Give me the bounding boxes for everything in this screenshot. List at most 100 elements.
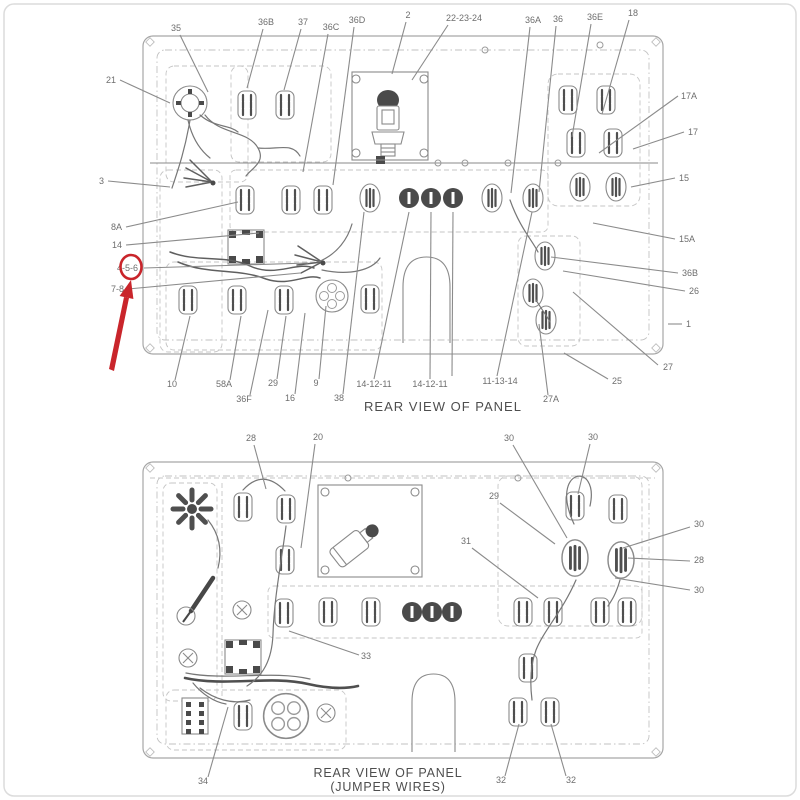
- callout: 30: [614, 577, 704, 595]
- corner-tick-icon: [145, 463, 661, 757]
- connector-icon: [507, 696, 529, 728]
- callout-label: 36B: [682, 268, 698, 278]
- sub-region: [497, 475, 643, 627]
- connector-icon: [232, 700, 254, 732]
- callout: 36F: [236, 309, 269, 404]
- callout-label: 14: [112, 240, 122, 250]
- callout: 38: [334, 211, 365, 403]
- connector-icon: [607, 493, 629, 525]
- callout: 34: [198, 706, 229, 786]
- tool-icon: [176, 575, 216, 626]
- callout: 27A: [538, 323, 559, 404]
- sub-region: [517, 235, 581, 347]
- callout: 17A: [598, 91, 697, 154]
- callout-label: 1: [686, 319, 691, 329]
- screw-icon: [178, 648, 198, 668]
- callout-label: 32: [496, 775, 506, 785]
- callout-label: 9: [313, 378, 318, 388]
- sub-region: [230, 65, 332, 163]
- callout: 36C: [302, 22, 340, 173]
- callout: 36A: [510, 15, 541, 194]
- connector-icon: [616, 596, 638, 628]
- callout-label: 36F: [236, 394, 252, 404]
- callout-label: 37: [298, 17, 308, 27]
- callout-label: 4-5-6: [117, 263, 138, 273]
- bottle-icon: [329, 524, 379, 568]
- connector-icon: [589, 596, 611, 628]
- callout-label: 38: [334, 393, 344, 403]
- bottom-caption-line2: (JUMPER WIRES): [330, 780, 445, 794]
- connector-icon: [521, 182, 545, 214]
- connector-icon: [312, 184, 334, 216]
- connector-icon: [273, 597, 295, 629]
- callout: 29: [489, 491, 556, 545]
- callout: 36: [538, 14, 563, 193]
- connector-icon: [521, 277, 545, 309]
- callout: 21: [106, 75, 171, 104]
- sub-region: [165, 689, 347, 751]
- callout: 28: [246, 433, 267, 490]
- screw-icon: [232, 600, 252, 620]
- callout-label: 33: [361, 651, 371, 661]
- callout: 10: [167, 315, 191, 389]
- callout: 36D: [332, 15, 366, 186]
- top-panel-inner-border: [156, 49, 650, 341]
- connector-icon: [360, 596, 382, 628]
- callout-label: 26: [689, 286, 699, 296]
- callout-label: 20: [313, 432, 323, 442]
- top-caption: REAR VIEW OF PANEL: [364, 399, 522, 414]
- arch-cutout: [402, 256, 451, 343]
- connector-icon: [275, 493, 297, 525]
- red-arrow-icon: [109, 280, 134, 371]
- callout-label: 7-8: [111, 284, 124, 294]
- callout-label: 30: [504, 433, 514, 443]
- connector-icon: [517, 652, 539, 684]
- sub-region: [165, 65, 249, 183]
- wiring: [183, 475, 621, 705]
- sub-region: [267, 585, 643, 639]
- wiring: [169, 114, 551, 323]
- callout-label: 31: [461, 536, 471, 546]
- callout-label: 25: [612, 376, 622, 386]
- frame-screw-icon: [320, 487, 420, 575]
- round-connector-icon: [253, 683, 319, 749]
- callout: 11-13-14: [482, 211, 533, 386]
- callout-label: 11-13-14: [482, 376, 517, 386]
- callout-label: 21: [106, 75, 116, 85]
- callout-label: 17: [688, 127, 698, 137]
- bottom-panel: [142, 461, 664, 759]
- callout-label: 30: [588, 432, 598, 442]
- callout-label: 27A: [543, 394, 559, 404]
- sub-region: [229, 169, 549, 233]
- connector-icon: [359, 283, 381, 315]
- connector-icon: [280, 184, 302, 216]
- lamp-icon: [371, 90, 405, 164]
- top-panel: [142, 35, 664, 377]
- connector-icon: [226, 284, 248, 316]
- screw-icon: [316, 703, 336, 723]
- highlight-circle: [119, 253, 143, 281]
- callout: 35: [171, 23, 209, 93]
- callout-label: 17A: [681, 91, 697, 101]
- housing-screw-icon: [351, 74, 429, 158]
- connector-icon: [542, 596, 564, 628]
- leader-line: [451, 211, 454, 377]
- connector-icon: [236, 89, 258, 121]
- callout: 27: [572, 291, 673, 372]
- callout: 37: [283, 17, 308, 91]
- connector-icon: [232, 491, 254, 523]
- page-border: [3, 3, 797, 797]
- connector-icon: [177, 284, 199, 316]
- callout-label: 10: [167, 379, 177, 389]
- corner-tick-icon: [145, 37, 661, 353]
- callout-label: 36: [553, 14, 563, 24]
- callout-label: 58A: [216, 379, 232, 389]
- callout: 14-12-11: [356, 211, 410, 389]
- connector-icon: [560, 538, 590, 578]
- starburst-icon: [173, 490, 211, 528]
- callout: 2: [391, 10, 411, 75]
- callout-label: 14-12-11: [356, 379, 391, 389]
- callout-label: 14-12-11: [412, 379, 447, 389]
- connector-icon: [480, 182, 504, 214]
- callout-label: 36C: [323, 22, 340, 32]
